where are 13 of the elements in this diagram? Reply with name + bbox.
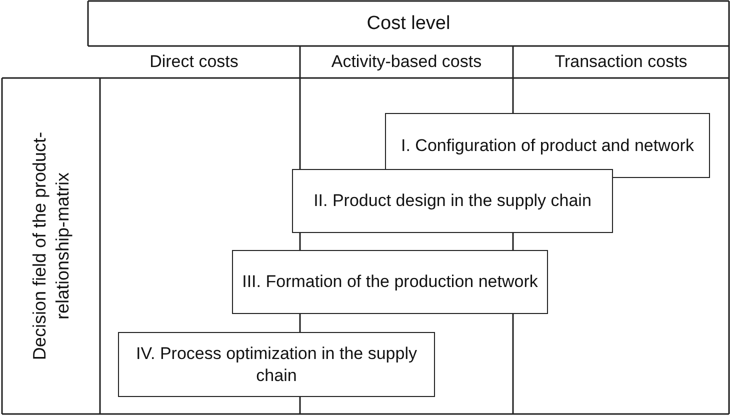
decision-box <box>385 113 710 178</box>
header-label: Transaction costs <box>554 51 688 73</box>
decision-box <box>118 332 435 397</box>
decision-box <box>292 169 613 233</box>
header-label: Decision field of the product-relationship-matrix <box>28 130 74 362</box>
box-label: III. Formation of the production network <box>242 271 538 293</box>
header-label: Direct costs <box>150 51 238 73</box>
box-label: I. Configuration of product and network <box>401 134 694 156</box>
header-label: Activity-based costs <box>331 51 482 73</box>
box-label: II. Product design in the supply chain <box>314 190 592 212</box>
header-label: Cost level <box>366 12 450 36</box>
box-label: IV. Process optimization in the supply chain <box>135 343 418 386</box>
decision-box <box>232 250 548 314</box>
